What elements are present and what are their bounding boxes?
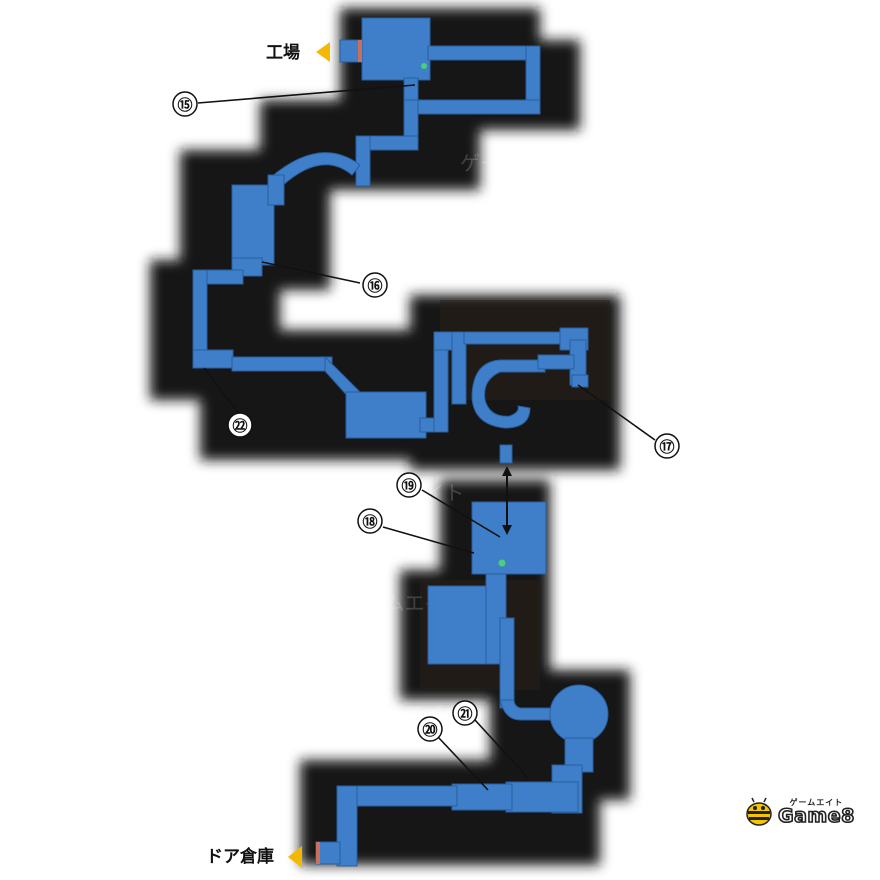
- marker-label: ⑱: [362, 513, 377, 531]
- upper-hall: [471, 501, 547, 575]
- exit-bottom-label: ドア倉庫: [206, 846, 274, 867]
- route-segment: [355, 135, 371, 187]
- marker-label: ⑮: [177, 96, 192, 114]
- lower-hall: [427, 585, 493, 665]
- bee-icon: [744, 797, 774, 827]
- top-room: [361, 17, 431, 81]
- marker-label: ⑯: [367, 277, 382, 295]
- route-segment: [537, 354, 575, 370]
- exit-arrow-icon: [316, 42, 330, 62]
- route-segment: [571, 374, 589, 388]
- round-room: [549, 684, 609, 744]
- exit-door-top: [358, 40, 362, 62]
- route-segment: [231, 356, 333, 372]
- marker-leader-lines: [197, 84, 656, 791]
- exit-bottom[interactable]: ドア倉庫: [206, 846, 302, 868]
- marker-17[interactable]: ⑰: [654, 433, 680, 459]
- exit-door-bottom: [316, 842, 320, 864]
- marker-21[interactable]: ㉑: [452, 700, 478, 726]
- marker-18[interactable]: ⑱: [357, 508, 383, 534]
- save-point-icon: [421, 63, 427, 69]
- save-point-icon: [498, 559, 506, 567]
- marker-20[interactable]: ⑳: [417, 716, 443, 742]
- route-segment: [267, 174, 285, 206]
- watermark-text: ゲームエイト: [345, 701, 464, 725]
- marker-label: ⑳: [422, 721, 437, 739]
- connection-arrow: [502, 466, 512, 535]
- exit-arrow-icon: [288, 846, 302, 868]
- marker-19[interactable]: ⑲: [396, 472, 422, 498]
- route-segment: [427, 45, 541, 61]
- marker-label: ⑰: [659, 438, 674, 456]
- marker-15[interactable]: ⑮: [172, 91, 198, 117]
- marker-label: ㉒: [232, 417, 247, 435]
- marker-label: ㉑: [457, 705, 472, 723]
- route: [192, 17, 609, 867]
- marker-label: ⑲: [401, 477, 416, 495]
- route-segment: [463, 331, 575, 345]
- route-segment: [336, 785, 358, 867]
- middle-room: [345, 391, 427, 439]
- marker-22[interactable]: ㉒: [227, 412, 253, 438]
- exit-top[interactable]: 工場: [266, 42, 330, 63]
- logo-wordmark: Game8: [777, 804, 855, 827]
- lower-room: [505, 781, 579, 813]
- logo-subtitle: ゲームエイト: [789, 797, 844, 807]
- watermark-text: ゲームエイト: [460, 151, 579, 175]
- route-segment: [499, 617, 515, 709]
- marker-16[interactable]: ⑯: [362, 272, 388, 298]
- route-segment: [451, 783, 513, 811]
- spiral-corridor: [471, 359, 546, 429]
- game8-logo: ゲームエイト Game8: [744, 794, 876, 830]
- small-room: [499, 444, 513, 464]
- left-room: [231, 184, 275, 266]
- exit-top-label: 工場: [266, 43, 300, 63]
- route-segment: [451, 331, 467, 405]
- route-segment: [404, 99, 541, 115]
- route-segment: [192, 349, 234, 369]
